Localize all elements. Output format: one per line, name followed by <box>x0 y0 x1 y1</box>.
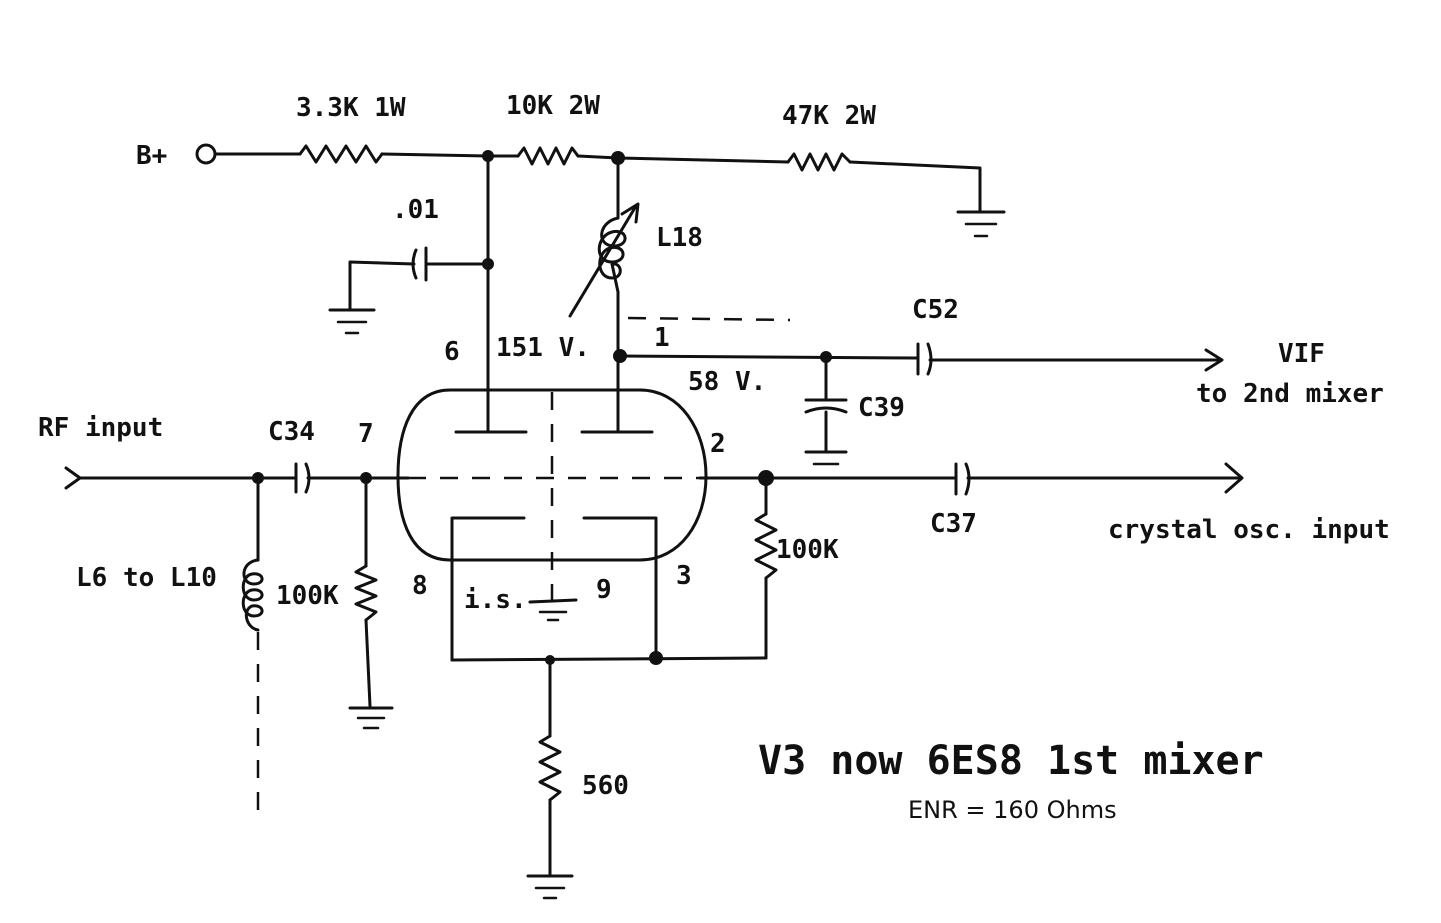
label-pin8: 8 <box>412 571 428 601</box>
label-pin7: 7 <box>358 419 374 449</box>
ground-icon <box>956 210 1006 238</box>
bplus-terminal <box>195 143 217 165</box>
inductor-l18 <box>597 216 627 294</box>
tube-cathode-8 <box>450 516 526 662</box>
rf-input-arrow <box>64 466 82 490</box>
label-100k-right: 100K <box>776 535 839 565</box>
label-pin2: 2 <box>710 429 726 459</box>
label-is: i.s. <box>464 585 527 615</box>
label-c34: C34 <box>268 417 315 447</box>
resistor-560 <box>538 734 562 802</box>
wire-plate1-out <box>618 354 918 360</box>
label-l18: L18 <box>656 223 703 253</box>
label-to-2nd-mixer: to 2nd mixer <box>1196 379 1384 409</box>
label-pin1: 1 <box>654 323 670 353</box>
label-100k-left: 100K <box>276 581 339 611</box>
wire-r1-to-node <box>380 152 490 158</box>
ground-icon <box>348 706 394 730</box>
label-pin3: 3 <box>676 561 692 591</box>
l18-tuning-arrow <box>568 204 638 318</box>
label-pin9: 9 <box>596 575 612 605</box>
wire-node2-to-r3 <box>616 156 790 164</box>
diagram-title: V3 now 6ES8 1st mixer <box>758 738 1264 784</box>
vif-arrow <box>1204 348 1224 372</box>
resistor-100k-left <box>354 564 378 622</box>
l18-arrowhead <box>620 202 640 224</box>
label-vif: VIF <box>1278 339 1325 369</box>
resistor-10k <box>516 146 580 166</box>
shield-dashed-link <box>627 316 791 322</box>
label-bplus: B+ <box>136 141 167 171</box>
label-151v: 151 V. <box>496 333 590 363</box>
label-enr: ENR = 160 Ohms <box>908 796 1117 824</box>
label-r-3k3: 3.3K 1W <box>296 93 406 123</box>
wire-r3-to-ground <box>848 160 982 214</box>
label-crystal-osc-input: crystal osc. input <box>1108 515 1390 545</box>
ground-icon <box>526 874 574 900</box>
label-r-47k: 47K 2W <box>782 101 876 131</box>
resistor-47k <box>786 152 852 172</box>
label-58v: 58 V. <box>688 367 766 397</box>
resistor-3k3 <box>298 144 384 164</box>
wire-cathode-bus <box>450 656 768 662</box>
wire-100k-left-bottom <box>364 618 372 708</box>
ground-icon <box>804 450 848 466</box>
label-pin6: 6 <box>444 337 460 367</box>
label-r-10k: 10K 2W <box>506 91 600 121</box>
label-l6-l10: L6 to L10 <box>76 563 217 593</box>
inductor-l6-l10 <box>241 558 264 632</box>
label-c39: C39 <box>858 393 905 423</box>
crystal-input-arrow <box>1224 462 1244 494</box>
junction-dot <box>649 651 663 665</box>
ground-icon <box>328 308 376 335</box>
label-rf-input: RF input <box>38 413 163 443</box>
label-c-01: .01 <box>392 195 439 225</box>
label-560: 560 <box>582 771 629 801</box>
tube-envelope <box>396 388 708 562</box>
wire-cap01-left <box>348 260 416 312</box>
resistor-100k-right <box>754 512 778 580</box>
label-c52: C52 <box>912 295 959 325</box>
capacitor-c39 <box>804 398 848 414</box>
tube-cathode-3 <box>582 516 658 662</box>
internal-shield-ground-icon <box>528 598 578 622</box>
label-c37: C37 <box>930 509 977 539</box>
